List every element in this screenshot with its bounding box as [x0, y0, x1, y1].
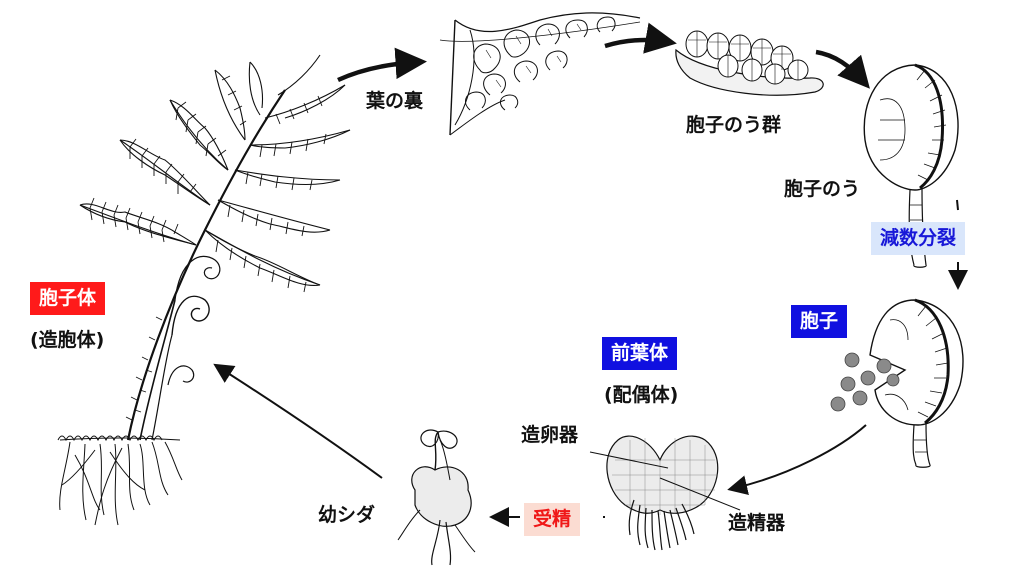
- badge-prothallus: 前葉体: [602, 337, 678, 370]
- label-sporophyte-alt: (造胞体): [30, 329, 105, 351]
- badge-meiosis: 減数分裂: [871, 222, 966, 255]
- leaf-underside-illustration: [439, 12, 641, 136]
- prothallus-rhizoids: [628, 499, 695, 551]
- badge-sporophyte: 胞子体: [30, 282, 106, 315]
- label-antheridium: 造精器: [728, 512, 786, 534]
- badge-fertilization: 受精: [524, 503, 581, 536]
- antheridium-pointer-line: [659, 477, 741, 511]
- label-leaf-underside: 葉の裏: [366, 90, 424, 112]
- young-fern-illustration: [397, 429, 476, 566]
- prothallus-illustration: [606, 435, 719, 551]
- sporangium-releasing-spores-illustration: [869, 298, 964, 468]
- badge-spore: 胞子: [791, 305, 848, 338]
- label-gametophyte: (配偶体): [604, 384, 679, 406]
- label-sorus: 胞子のう群: [686, 114, 782, 136]
- fern-sporophyte-illustration: [57, 54, 351, 526]
- released-spores: [830, 352, 900, 412]
- archegonium-pointer-line: [589, 451, 669, 469]
- fern-pinnae: [79, 54, 351, 286]
- label-young-fern: 幼シダ: [318, 504, 376, 526]
- fern-roots: [59, 437, 183, 526]
- cycle-arrows: [213, 22, 968, 527]
- label-archegonium: 造卵器: [521, 424, 579, 446]
- sorus-illustration: [675, 30, 824, 96]
- sporangium-illustration: [863, 63, 959, 268]
- label-sporangium: 胞子のう: [784, 178, 861, 200]
